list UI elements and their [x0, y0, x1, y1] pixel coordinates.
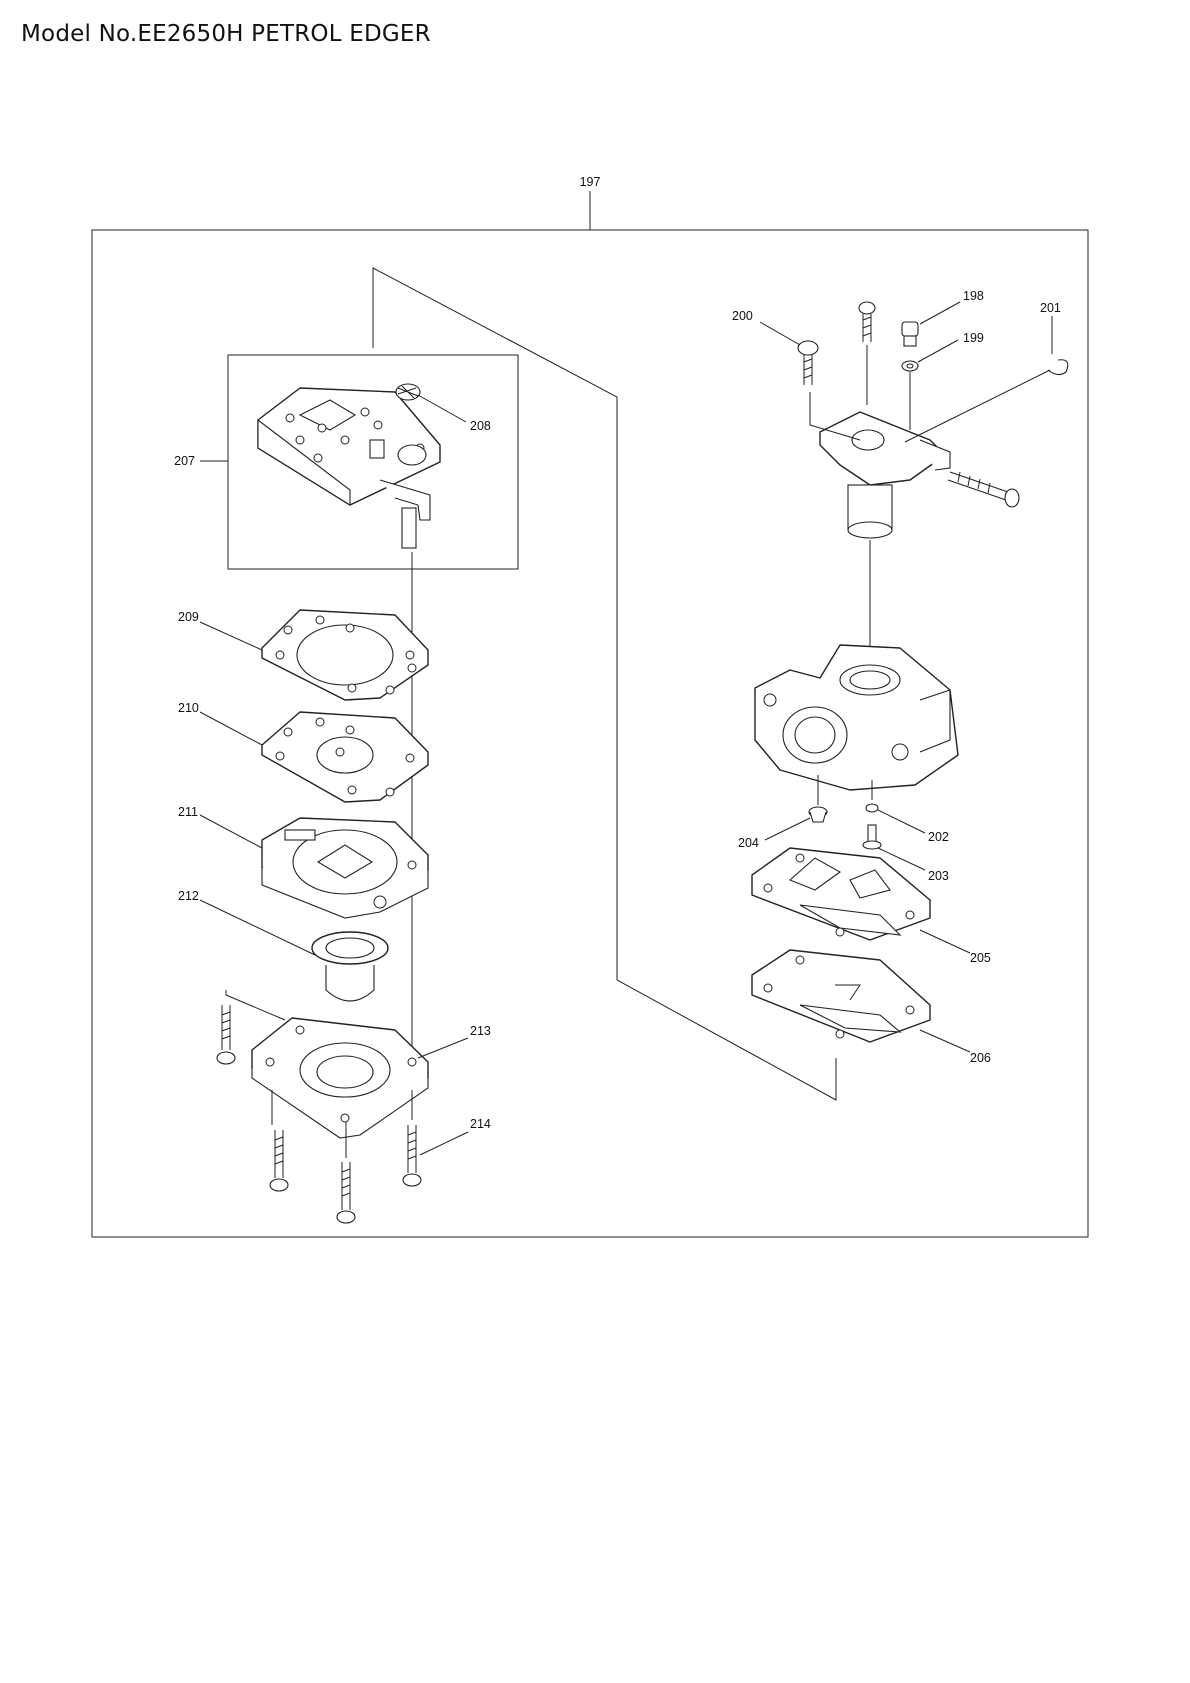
part-label-207[interactable]: 207: [174, 454, 195, 468]
page-title: Model No.EE2650H PETROL EDGER: [21, 21, 431, 47]
part-label-211[interactable]: 211: [178, 805, 198, 819]
part-label-203[interactable]: 203: [928, 869, 949, 883]
part-202-o-ring[interactable]: [865, 803, 879, 813]
part-label-209[interactable]: 209: [178, 610, 199, 624]
part-label-199[interactable]: 199: [963, 331, 984, 345]
part-207-pump-cover[interactable]: [257, 387, 441, 549]
part-label-206[interactable]: 206: [970, 1051, 991, 1065]
part-label-202[interactable]: 202: [928, 830, 949, 844]
part-211-pump-body[interactable]: [261, 817, 429, 919]
part-200-screw[interactable]: [797, 340, 819, 385]
part-label-210[interactable]: 210: [178, 701, 199, 715]
part-206-diaphragm[interactable]: [751, 949, 931, 1043]
part-213-cover-plate[interactable]: [251, 1017, 429, 1139]
part-label-213[interactable]: 213: [470, 1024, 491, 1038]
part-label-214[interactable]: 214: [470, 1117, 491, 1131]
part-label-212[interactable]: 212: [178, 889, 199, 903]
part-label-197[interactable]: 197: [580, 175, 601, 189]
part-204-needle-valve[interactable]: [808, 806, 828, 823]
part-label-200[interactable]: 200: [732, 309, 753, 323]
part-label-204[interactable]: 204: [738, 836, 759, 850]
part-label-205[interactable]: 205: [970, 951, 991, 965]
leader-208: [417, 394, 467, 423]
part-210-diaphragm[interactable]: [261, 711, 429, 803]
part-201-e-clip[interactable]: [1047, 359, 1069, 376]
part-screw-top[interactable]: [858, 301, 876, 342]
subassembly-bracket: [372, 267, 837, 1101]
part-label-198[interactable]: 198: [963, 289, 984, 303]
part-203-jet[interactable]: [862, 824, 882, 850]
part-199-washer[interactable]: [901, 360, 919, 372]
part-label-201[interactable]: 201: [1040, 301, 1061, 315]
part-198-cap[interactable]: [901, 321, 919, 347]
part-label-208[interactable]: 208: [470, 419, 491, 433]
part-209-gasket[interactable]: [261, 609, 429, 701]
part-207-frame: [227, 354, 519, 570]
part-205-gasket[interactable]: [751, 847, 931, 941]
part-212-primer-bulb[interactable]: [311, 931, 389, 1002]
part-208-filter-screen[interactable]: [395, 383, 421, 401]
part-throttle-lever[interactable]: [819, 411, 951, 539]
part-lever-screw[interactable]: [947, 471, 1020, 508]
part-carburetor-body[interactable]: [754, 644, 959, 791]
part-214-screw[interactable]: [216, 1005, 422, 1224]
